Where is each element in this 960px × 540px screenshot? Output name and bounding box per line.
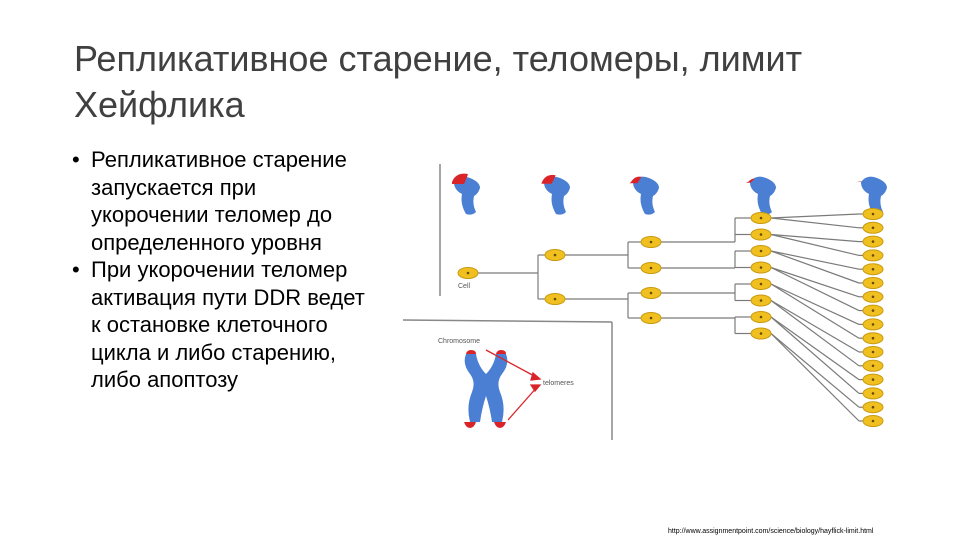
- chromosome-row: [452, 173, 887, 215]
- chromosome-icon: [464, 350, 508, 428]
- cell-nucleus: [871, 226, 875, 230]
- chromosome-generation: [541, 174, 570, 215]
- bullet-list: Репликативное старение запускается при у…: [72, 146, 372, 394]
- cell-nucleus: [759, 315, 763, 319]
- lineage-branch: [770, 283, 860, 325]
- telomere-cap: [745, 178, 755, 183]
- lineage-branch: [770, 233, 860, 243]
- lineage-branch: [770, 316, 860, 381]
- chromosome-arm: [750, 176, 776, 215]
- chromosome-arm: [633, 176, 659, 215]
- cell-nucleus: [871, 323, 875, 326]
- cell-label: Cell: [458, 283, 471, 290]
- lineage-branch: [770, 213, 860, 219]
- cell-nucleus: [649, 266, 653, 270]
- lineage-branch: [770, 299, 860, 353]
- lineage-branch: [770, 333, 860, 408]
- cell-nucleus: [871, 419, 875, 423]
- telomeres-label: telomeres: [543, 380, 574, 387]
- telomere-cap: [629, 176, 642, 184]
- bullet-item: При укорочении теломер активация пути DD…: [72, 256, 372, 394]
- lineage-branch: [770, 250, 860, 284]
- cell-nucleus: [759, 249, 763, 253]
- cell-nucleus: [871, 267, 875, 271]
- lineage-branch: [770, 266, 860, 312]
- lineage-branch: [770, 233, 860, 256]
- chromosome-generation: [452, 173, 480, 215]
- cell-nucleus: [871, 392, 875, 395]
- cell-nucleus: [759, 266, 763, 269]
- lineage-branch: [770, 217, 860, 229]
- cell-nucleus: [871, 309, 875, 312]
- cell-nucleus: [871, 336, 875, 340]
- cell-nucleus: [553, 253, 557, 257]
- cell-dots: [457, 208, 884, 427]
- cell-nucleus: [759, 233, 763, 236]
- cell-nucleus: [871, 212, 875, 216]
- cell-nucleus: [759, 216, 763, 220]
- cell-nucleus: [466, 271, 470, 275]
- bullet-item: Репликативное старение запускается при у…: [72, 146, 372, 256]
- lineage-branch: [770, 300, 860, 367]
- telomere-cap: [452, 173, 468, 184]
- source-link[interactable]: http://www.assignmentpoint.com/science/b…: [668, 528, 874, 535]
- cell-nucleus: [871, 350, 875, 354]
- chromosome-label: Chromosome: [438, 338, 480, 345]
- cell-nucleus: [871, 281, 875, 285]
- cell-nucleus: [649, 291, 653, 295]
- chromosome-generation: [745, 176, 776, 215]
- telomere-cap: [541, 174, 556, 184]
- slide-title: Репликативное старение, теломеры, лимит …: [74, 38, 803, 125]
- cell-nucleus: [759, 332, 763, 335]
- chromosome-generation: [853, 176, 887, 215]
- cell-nucleus: [553, 297, 557, 301]
- chromosome-arm: [861, 176, 887, 215]
- cell-nucleus: [871, 405, 875, 409]
- chromosome-arm: [454, 176, 480, 215]
- hayflick-limit-diagram: Cell Chromosome telomeres: [402, 164, 887, 440]
- cell-nucleus: [871, 240, 875, 243]
- chromosome-detail: Chromosome telomeres: [438, 338, 574, 428]
- lineage-branch: [770, 283, 860, 339]
- cell-nucleus: [871, 254, 875, 257]
- cell-nucleus: [759, 282, 763, 286]
- lineage-branch: [770, 266, 860, 298]
- chromosome-arm: [544, 176, 570, 215]
- cell-nucleus: [871, 378, 875, 381]
- lineage-branch: [770, 316, 860, 394]
- lineage-branch: [770, 250, 860, 270]
- cell-nucleus: [759, 299, 763, 302]
- cell-nucleus: [649, 316, 653, 320]
- cell-nucleus: [871, 364, 875, 368]
- cell-nucleus: [649, 240, 653, 244]
- frame-lines: [402, 164, 613, 440]
- telomere-arrows: [485, 349, 542, 421]
- lineage-branch: [770, 333, 860, 422]
- telomere-cap: [853, 181, 862, 183]
- cell-lineage-tree: [478, 213, 863, 422]
- cell-nucleus: [871, 295, 875, 299]
- chromosome-generation: [629, 176, 659, 215]
